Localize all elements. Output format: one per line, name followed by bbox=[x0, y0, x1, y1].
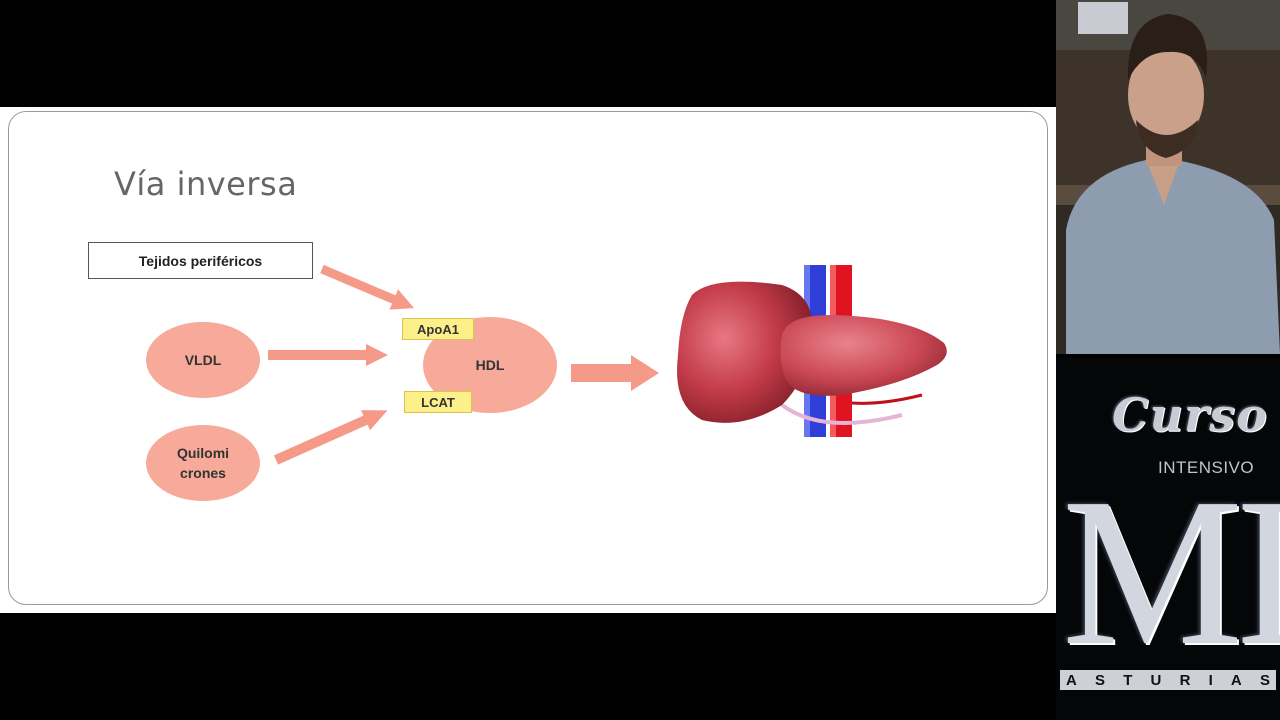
arrow-tissue-to-hdl bbox=[320, 264, 415, 310]
liver-icon bbox=[677, 265, 947, 437]
logo-asturias-letter: S bbox=[1259, 671, 1270, 689]
logo-asturias-letter: A bbox=[1066, 671, 1077, 689]
presenter-video-frame bbox=[1056, 0, 1280, 354]
arrow-vldl-to-hdl bbox=[268, 344, 388, 366]
logo-curso-text: Curso bbox=[1112, 388, 1268, 442]
arrow-hdl-to-liver bbox=[571, 355, 659, 391]
logo-asturias-letter: R bbox=[1179, 671, 1191, 689]
vldl-node: VLDL bbox=[146, 322, 260, 398]
logo-asturias-letter: S bbox=[1095, 671, 1106, 689]
peripheral-tissues-box: Tejidos periféricos bbox=[88, 242, 313, 279]
chylomicron-label: Quilomi crones bbox=[177, 443, 229, 483]
slide-title: Vía inversa bbox=[114, 165, 298, 203]
presenter-video bbox=[1056, 0, 1280, 354]
logo-asturias-letter: A bbox=[1230, 671, 1242, 689]
vldl-label: VLDL bbox=[184, 352, 222, 368]
lcat-tag: LCAT bbox=[404, 391, 472, 413]
logo-asturias-letter: I bbox=[1208, 671, 1213, 689]
course-logo: Curso INTENSIVO MIR A S T U R I A S bbox=[1056, 358, 1280, 720]
chylomicron-label-line1: Quilomi bbox=[176, 445, 230, 461]
arrow-quilo-to-hdl bbox=[273, 410, 388, 465]
chylomicron-node: Quilomi crones bbox=[146, 425, 260, 501]
hdl-label: HDL bbox=[475, 357, 505, 373]
slide-frame bbox=[8, 111, 1048, 605]
logo-mir-text: MIR bbox=[1062, 454, 1280, 689]
hdl-node: HDL bbox=[423, 317, 557, 413]
logo-asturias-bar: A S T U R I A S bbox=[1060, 670, 1276, 690]
logo-asturias-letter: T bbox=[1123, 671, 1133, 689]
flow-arrows bbox=[268, 264, 659, 465]
apoa1-tag: ApoA1 bbox=[402, 318, 474, 340]
chylomicron-label-line2: crones bbox=[180, 465, 226, 481]
presentation-slide: Vía inversa Tejidos periféricos VLDL Qui… bbox=[0, 107, 1056, 613]
logo-intensivo-text: INTENSIVO bbox=[1158, 458, 1255, 477]
logo-asturias-letter: U bbox=[1150, 671, 1162, 689]
